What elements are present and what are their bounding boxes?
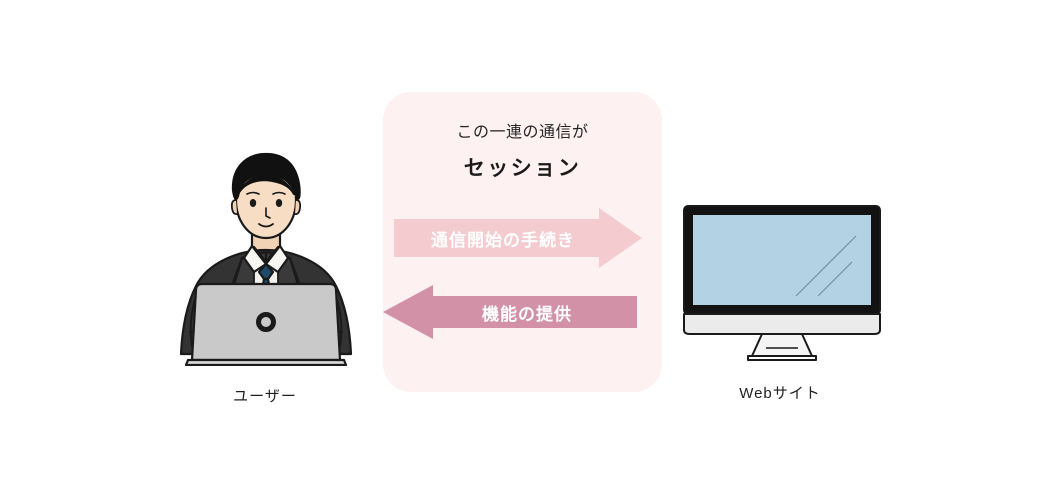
website-caption: Webサイト <box>739 385 821 402</box>
response-arrow: 機能の提供 <box>383 285 637 339</box>
user-illustration <box>168 146 364 371</box>
website-illustration <box>676 198 888 368</box>
session-panel-caption: この一連の通信が <box>456 124 589 141</box>
user-caption: ユーザー <box>233 388 297 405</box>
request-arrow: 通信開始の手続き <box>394 208 642 268</box>
session-panel-title: セッション <box>463 157 582 180</box>
